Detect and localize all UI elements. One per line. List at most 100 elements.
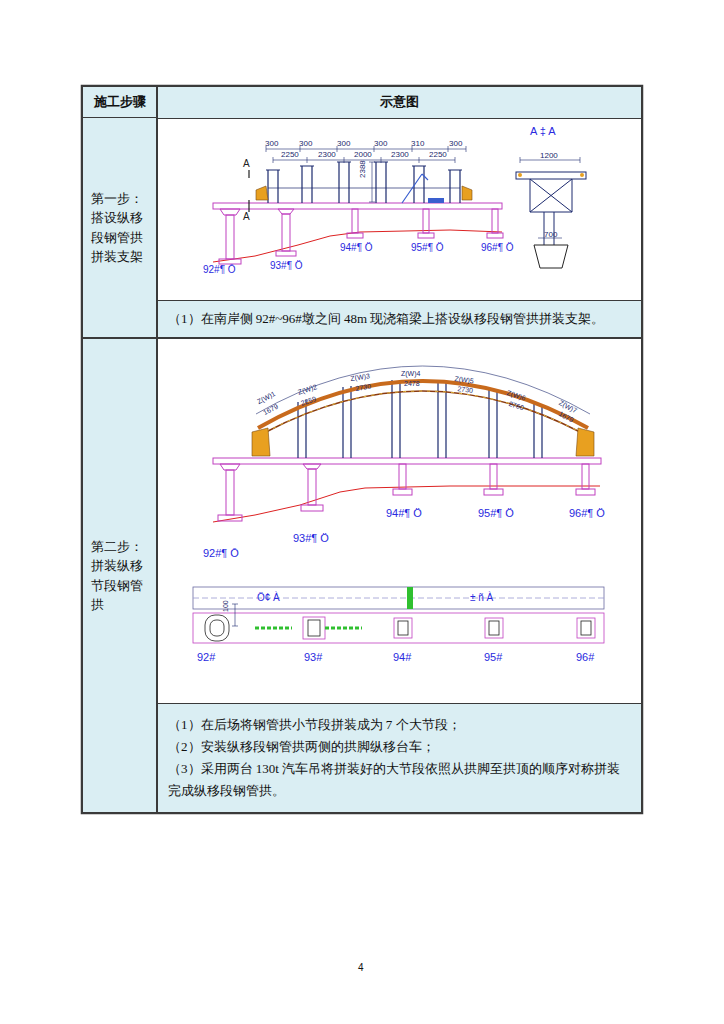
drawing-path <box>256 186 268 200</box>
pier-label: 94#¶ Ö <box>386 508 422 519</box>
step-note: （1）在后场将钢管拱小节段拼装成为 7 个大节段； <box>168 714 631 736</box>
drawing-rect <box>490 464 497 489</box>
drawing-rect <box>226 470 234 515</box>
dimension: 2478 <box>404 380 420 387</box>
drawing-g <box>213 458 601 521</box>
step-note: （3）采用两台 130t 汽车吊将拼装好的大节段依照从拱脚至拱顶的顺序对称拼装完… <box>168 758 631 802</box>
drawing-rect <box>276 251 296 256</box>
drawing-g <box>213 203 503 264</box>
dimension: 2300 <box>391 151 409 159</box>
step-title: 第二步：拼装纵移节段钢管拱 <box>91 537 144 615</box>
drawing-rect <box>308 620 320 636</box>
header-cell: 施工步骤 <box>82 86 157 119</box>
drawing-rect <box>82 86 643 814</box>
dimension: 310 <box>411 140 424 148</box>
drawing-g <box>256 366 590 414</box>
drawing-path <box>448 170 462 203</box>
dimension: 2000 <box>354 151 372 159</box>
dimension: 2250 <box>429 151 447 159</box>
page-number: 4 <box>358 963 364 973</box>
drawing-path <box>255 627 362 630</box>
drawing-rect <box>205 615 229 641</box>
table-cell: （1）在后场将钢管拱小节段拼装成为 7 个大节段；（2）安装纵移段钢管拱两侧的拱… <box>157 703 642 813</box>
drawing-path <box>278 209 294 214</box>
drawing-rect <box>213 203 502 209</box>
drawing-rect <box>213 458 601 464</box>
drawing-rect <box>576 489 595 495</box>
pier-number: 92# <box>197 652 215 663</box>
pier-label: 95#¶ Ö <box>411 243 444 253</box>
drawing-rect <box>581 621 591 635</box>
drawing-rect <box>582 464 589 489</box>
drawing-rect <box>193 613 604 643</box>
section-a-a <box>516 157 586 268</box>
section-title: A ‡ A <box>530 126 556 137</box>
drawing-rect <box>219 259 241 264</box>
drawing-path <box>220 464 240 470</box>
dimension: 1200 <box>540 152 558 160</box>
drawing-rect <box>303 617 325 639</box>
table-grid <box>82 86 643 814</box>
table-cell: 第二步：拼装纵移节段钢管拱 <box>82 338 157 813</box>
drawing-path <box>402 174 428 203</box>
dimension: 100 <box>222 600 229 612</box>
pier-label: 95#¶ Ö <box>478 508 514 519</box>
drawing-rect <box>393 489 412 495</box>
drawing-rect <box>394 618 412 638</box>
section-mark: A <box>243 212 250 222</box>
drawing-circle <box>580 173 584 177</box>
plan-label: Ö¢ À <box>257 593 280 603</box>
segment-label: Z(W)4 <box>401 370 420 377</box>
pier-number: 95# <box>484 652 502 663</box>
dimension: 2250 <box>281 151 299 159</box>
drawing-path <box>266 391 580 432</box>
drawing-rect <box>418 233 434 238</box>
drawing-path <box>300 166 314 203</box>
drawing-g <box>249 146 466 212</box>
dimension: 2388 <box>359 160 367 178</box>
drawing-rect <box>492 209 498 233</box>
drawing-path <box>530 179 572 212</box>
drawing-path <box>266 391 580 432</box>
drawing-rect <box>423 209 429 233</box>
drawing-path <box>258 381 588 428</box>
drawing-g <box>252 428 594 456</box>
drawing-polyline <box>213 230 502 262</box>
drawing-rect <box>487 233 503 238</box>
step-note: （1）在南岸侧 92#~96#墩之间 48m 现浇箱梁上搭设纵移段钢管拱拼装支架… <box>168 308 631 330</box>
drawing-rect <box>282 214 290 251</box>
drawing-path <box>337 162 351 203</box>
drawing-g <box>256 186 472 200</box>
drawing-rect <box>484 489 503 495</box>
drawing-rect <box>399 464 406 489</box>
header-text: 示意图 <box>380 91 419 113</box>
drawing-rect <box>485 618 503 638</box>
pier-number: 96# <box>576 652 594 663</box>
bridge-elevation-2 <box>213 366 601 522</box>
drawing-path <box>374 162 388 203</box>
drawing-rect <box>218 515 242 521</box>
drawing-rect <box>577 618 595 638</box>
pier-label: 92#¶ Ō <box>203 265 236 275</box>
drawing-rect <box>398 621 408 635</box>
drawing-rect <box>193 587 604 609</box>
drawing-path <box>232 604 238 626</box>
drawing-rect <box>226 215 234 259</box>
header-text: 施工步骤 <box>94 91 146 113</box>
dimension: 300 <box>337 140 350 148</box>
drawing-path <box>220 209 240 215</box>
drawing-rect <box>428 198 444 203</box>
pier-number: 93# <box>304 652 322 663</box>
drawing-path <box>266 170 280 203</box>
pier-label: 93#¶ Ö <box>293 533 329 544</box>
pier-label: 94#¶ Ö <box>340 243 373 253</box>
header-cell: 示意图 <box>157 86 642 119</box>
drawing-path <box>256 366 590 414</box>
pier-label: 96#¶ Ö <box>569 508 605 519</box>
drawing-path <box>252 428 270 456</box>
drawing-path <box>369 162 375 202</box>
step-note: （2）安装纵移段钢管拱两侧的拱脚纵移台车； <box>168 736 631 758</box>
drawing-rect <box>347 233 363 238</box>
drawing-rect <box>158 118 642 301</box>
drawing-rect <box>489 621 499 635</box>
